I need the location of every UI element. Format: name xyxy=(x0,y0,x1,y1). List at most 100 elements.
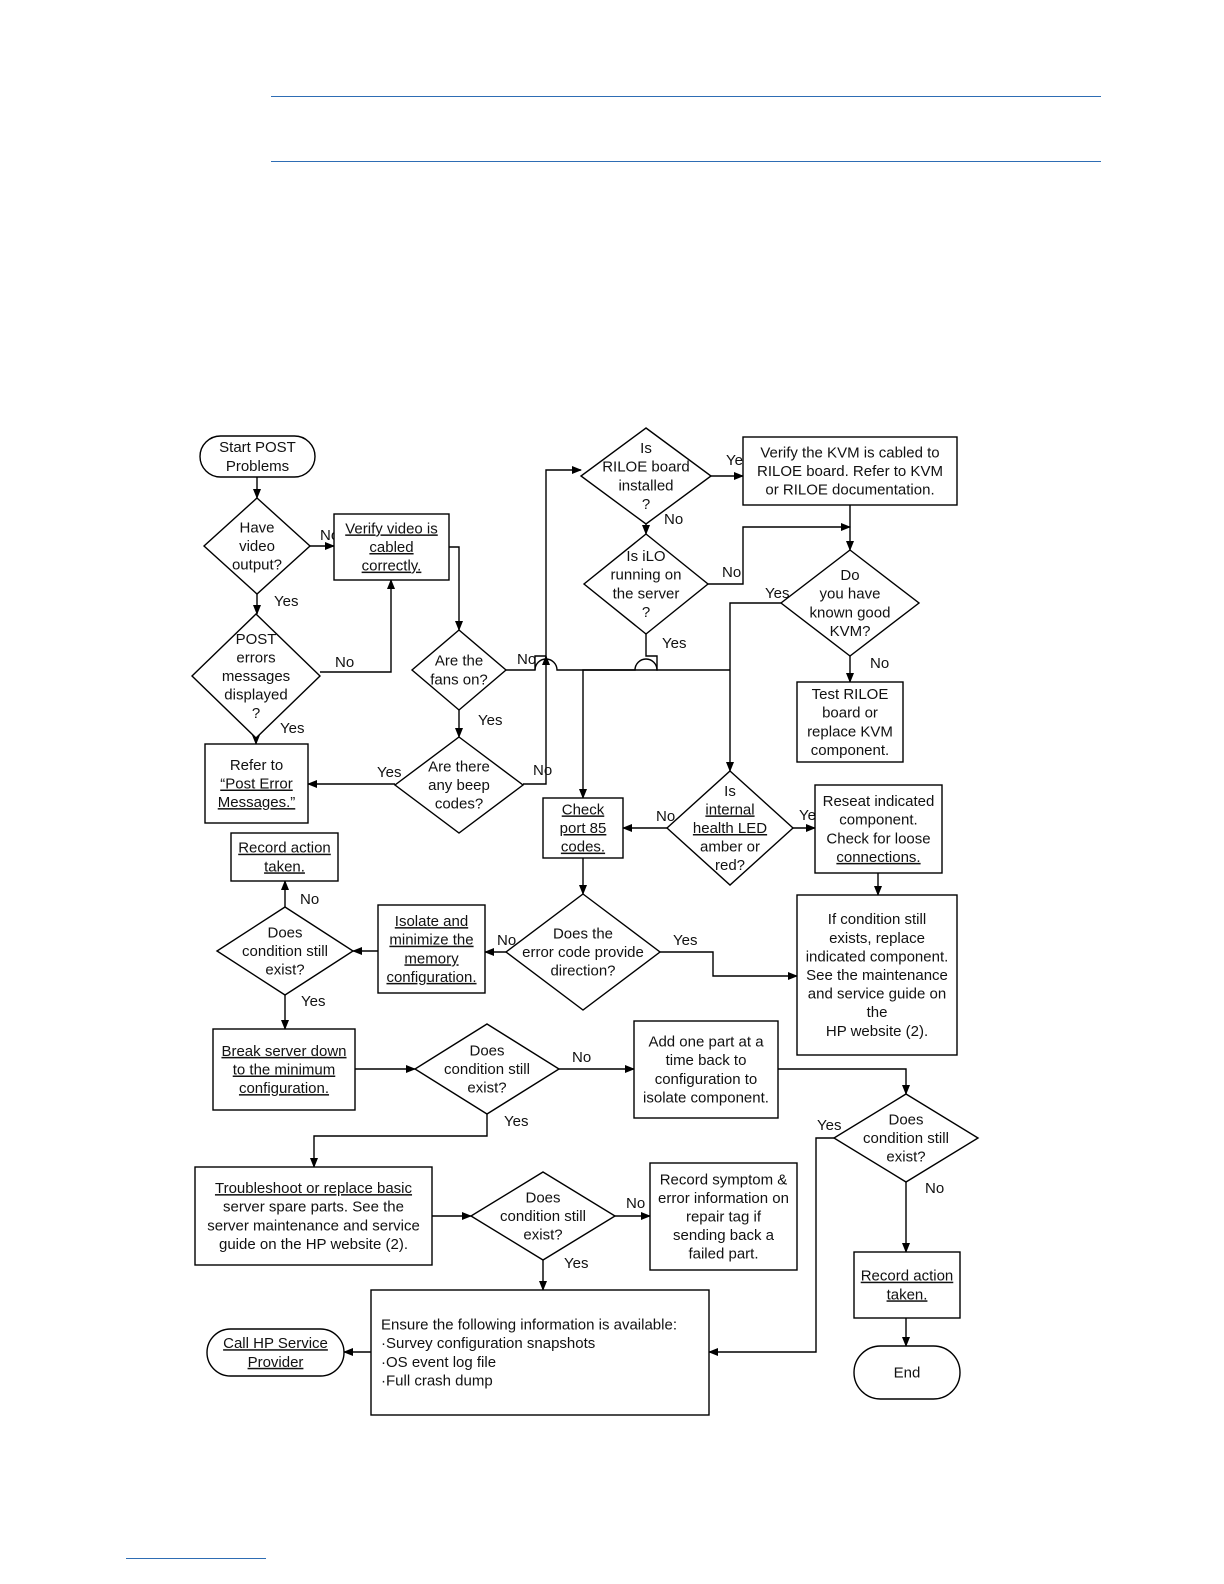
node-shape-cond4 xyxy=(832,1093,980,1183)
node-shape-ilo xyxy=(582,533,710,635)
node-text-troubleshoot-1: server spare parts. See the xyxy=(223,1199,404,1216)
node-beep: Are there any beep codes? xyxy=(393,736,525,834)
edge-cond4-to-ensure xyxy=(708,1137,834,1356)
node-text-verifyvideo-0: Verify video is xyxy=(345,520,438,537)
node-text-riloe-1: RILOE board xyxy=(602,459,690,476)
node-text-verifykvm-2: or RILOE documentation. xyxy=(765,482,934,499)
node-text-ensure-2: ·OS event log file xyxy=(381,1354,496,1371)
node-text-healthled-0: Is xyxy=(724,783,736,800)
edge-label-cond4-record2: No xyxy=(925,1180,944,1197)
node-text-isolatemem-2: memory xyxy=(404,950,459,967)
node-text-isolatemem-3: configuration. xyxy=(386,969,476,986)
node-port85: Check port 85 codes. xyxy=(542,797,624,859)
node-shape-cond1 xyxy=(215,906,355,996)
node-text-breakdown-1: to the minimum xyxy=(233,1062,336,1079)
node-text-ilo-1: running on xyxy=(611,567,682,584)
node-text-video-2: output? xyxy=(232,557,282,574)
node-text-referpost-2: Messages.” xyxy=(218,794,296,811)
node-shape-errcode xyxy=(504,893,662,1011)
node-text-record2-0: Record action xyxy=(861,1268,954,1285)
node-text-posterr-3: displayed xyxy=(224,687,287,704)
node-shape-fans xyxy=(410,629,508,711)
node-text-replace-4: and service guide on xyxy=(808,986,946,1003)
node-text-port85-0: Check xyxy=(562,801,605,818)
edge-shared-bus xyxy=(534,658,730,671)
second-rule xyxy=(271,161,1101,162)
edge-label-cond1-record1: No xyxy=(300,891,319,908)
node-shape-record2 xyxy=(853,1251,961,1319)
node-text-ilo-0: Is iLO xyxy=(626,548,665,565)
node-text-replace-5: the xyxy=(867,1004,888,1021)
node-shape-testriloe xyxy=(796,681,904,763)
node-shape-reseat xyxy=(814,784,943,874)
node-text-port85-1: port 85 xyxy=(560,820,607,837)
node-shape-knownkvm xyxy=(779,549,921,657)
edge-label-ilo-port85: Yes xyxy=(662,635,686,652)
node-text-testriloe-2: replace KVM xyxy=(807,723,893,740)
node-text-cond1-0: Does xyxy=(267,924,302,941)
node-shape-start xyxy=(199,435,316,478)
edge-label-cond3-ensure: Yes xyxy=(564,1255,588,1272)
node-text-beep-1: any beep xyxy=(428,777,490,794)
node-text-isolatemem-0: Isolate and xyxy=(395,913,468,930)
node-shape-port85 xyxy=(542,797,624,859)
node-text-reseat-0: Reseat indicated xyxy=(823,793,935,810)
node-text-replace-0: If condition still xyxy=(828,911,926,928)
node-shape-referpost xyxy=(204,743,309,824)
node-text-cond2-1: condition still xyxy=(444,1061,530,1078)
top-rule xyxy=(271,96,1101,97)
node-shape-video xyxy=(202,497,312,595)
node-text-knownkvm-0: Do xyxy=(840,567,859,584)
edge-verifyvideo-to-fans xyxy=(449,546,463,631)
node-text-ilo-3: ? xyxy=(642,604,650,621)
edge-label-knownkvm-healthled: Yes xyxy=(765,585,789,602)
node-text-posterr-2: messages xyxy=(222,668,290,685)
edge-label-fans-riloe: No xyxy=(517,651,536,668)
node-shape-breakdown xyxy=(212,1028,356,1111)
edge-label-beep-referpost: Yes xyxy=(377,764,401,781)
node-text-riloe-2: installed xyxy=(618,477,673,494)
node-text-recordsym-1: error information on xyxy=(658,1190,789,1207)
node-text-replace-1: exists, replace xyxy=(829,930,925,947)
edge-addpart-to-cond4 xyxy=(778,1068,910,1095)
edge-errcode-to-replace xyxy=(660,951,798,980)
node-text-port85-2: codes. xyxy=(561,839,605,856)
edge-label-cond3-recordsym: No xyxy=(626,1195,645,1212)
node-text-beep-2: codes? xyxy=(435,796,483,813)
edge-label-fans-beep: Yes xyxy=(478,712,502,729)
edge-label-cond4-ensure: Yes xyxy=(817,1117,841,1134)
node-text-recordsym-4: failed part. xyxy=(688,1246,758,1263)
edge-ilo-to-knownkvm xyxy=(708,523,851,585)
node-text-verifykvm-1: RILOE board. Refer to KVM xyxy=(757,463,943,480)
node-text-addpart-1: time back to xyxy=(666,1052,747,1069)
edge-label-posterr-referpost: Yes xyxy=(280,720,304,737)
edge-label-cond2-addpart: No xyxy=(572,1049,591,1066)
edge-label-riloe-ilo: No xyxy=(664,511,683,528)
edge-fans-to-riloe xyxy=(506,466,582,671)
node-text-cond2-0: Does xyxy=(469,1042,504,1059)
node-text-video-1: video xyxy=(239,538,275,555)
node-text-beep-0: Are there xyxy=(428,758,490,775)
node-text-fans-0: Are the xyxy=(435,653,483,670)
node-text-ilo-2: the server xyxy=(613,585,680,602)
edge-label-healthled-port85: No xyxy=(656,808,675,825)
node-text-replace-2: indicated component. xyxy=(806,948,949,965)
node-text-recordsym-2: repair tag if xyxy=(686,1209,762,1226)
node-text-callhp-1: Provider xyxy=(248,1354,304,1371)
node-text-errcode-2: direction? xyxy=(550,963,615,980)
node-text-recordsym-3: sending back a xyxy=(673,1227,775,1244)
node-shape-healthled xyxy=(665,770,795,886)
node-text-recordsym-0: Record symptom & xyxy=(660,1171,788,1188)
